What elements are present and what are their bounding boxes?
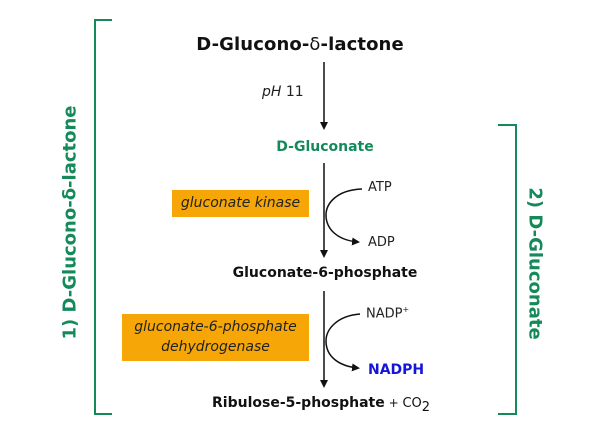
- substrate-suffix: -lactone: [320, 34, 404, 55]
- curve-atp-adp: [325, 188, 363, 246]
- enzyme2-line2: dehydrogenase: [161, 339, 270, 355]
- intermediate-gluconate: D-Gluconate: [276, 139, 374, 155]
- enzyme-gluconate-kinase: gluconate kinase: [172, 190, 309, 217]
- bracket-left: [94, 19, 112, 415]
- ph-label: pH: [262, 84, 282, 100]
- final-products: Ribulose-5-phosphate + CO2: [212, 395, 472, 415]
- bracket-right-label: 2) D-Gluconate: [524, 187, 546, 340]
- curve-nadp-nadph: [325, 313, 361, 372]
- delta-symbol: δ: [309, 34, 321, 55]
- cofactor-atp: ATP: [368, 180, 392, 195]
- co2-text: CO: [402, 396, 422, 411]
- nadp-charge: +: [402, 305, 410, 314]
- substrate-title: D-Glucono-δ-lactone: [170, 34, 430, 55]
- cofactor-nadph: NADPH: [368, 362, 425, 378]
- substrate-prefix: D-Glucono-: [196, 34, 310, 55]
- cofactor-adp: ADP: [368, 235, 395, 250]
- ph-condition: pH 11: [262, 84, 304, 100]
- bracket-right: [498, 124, 517, 415]
- ribulose-5-phosphate: Ribulose-5-phosphate: [212, 395, 385, 411]
- bracket-left-label: 1) D-Glucono-δ-lactone: [59, 105, 81, 340]
- enzyme-6pgdh: gluconate-6-phosphate dehydrogenase: [122, 314, 309, 361]
- enzyme2-line1: gluconate-6-phosphate: [134, 319, 297, 335]
- nadp-text: NADP: [366, 306, 403, 322]
- cofactor-nadp: NADP+: [366, 305, 409, 321]
- plus-sign: +: [384, 396, 403, 410]
- ph-value: 11: [281, 84, 304, 100]
- co2-subscript: 2: [421, 399, 431, 415]
- product-gluconate-6-phosphate: Gluconate-6-phosphate: [232, 265, 418, 281]
